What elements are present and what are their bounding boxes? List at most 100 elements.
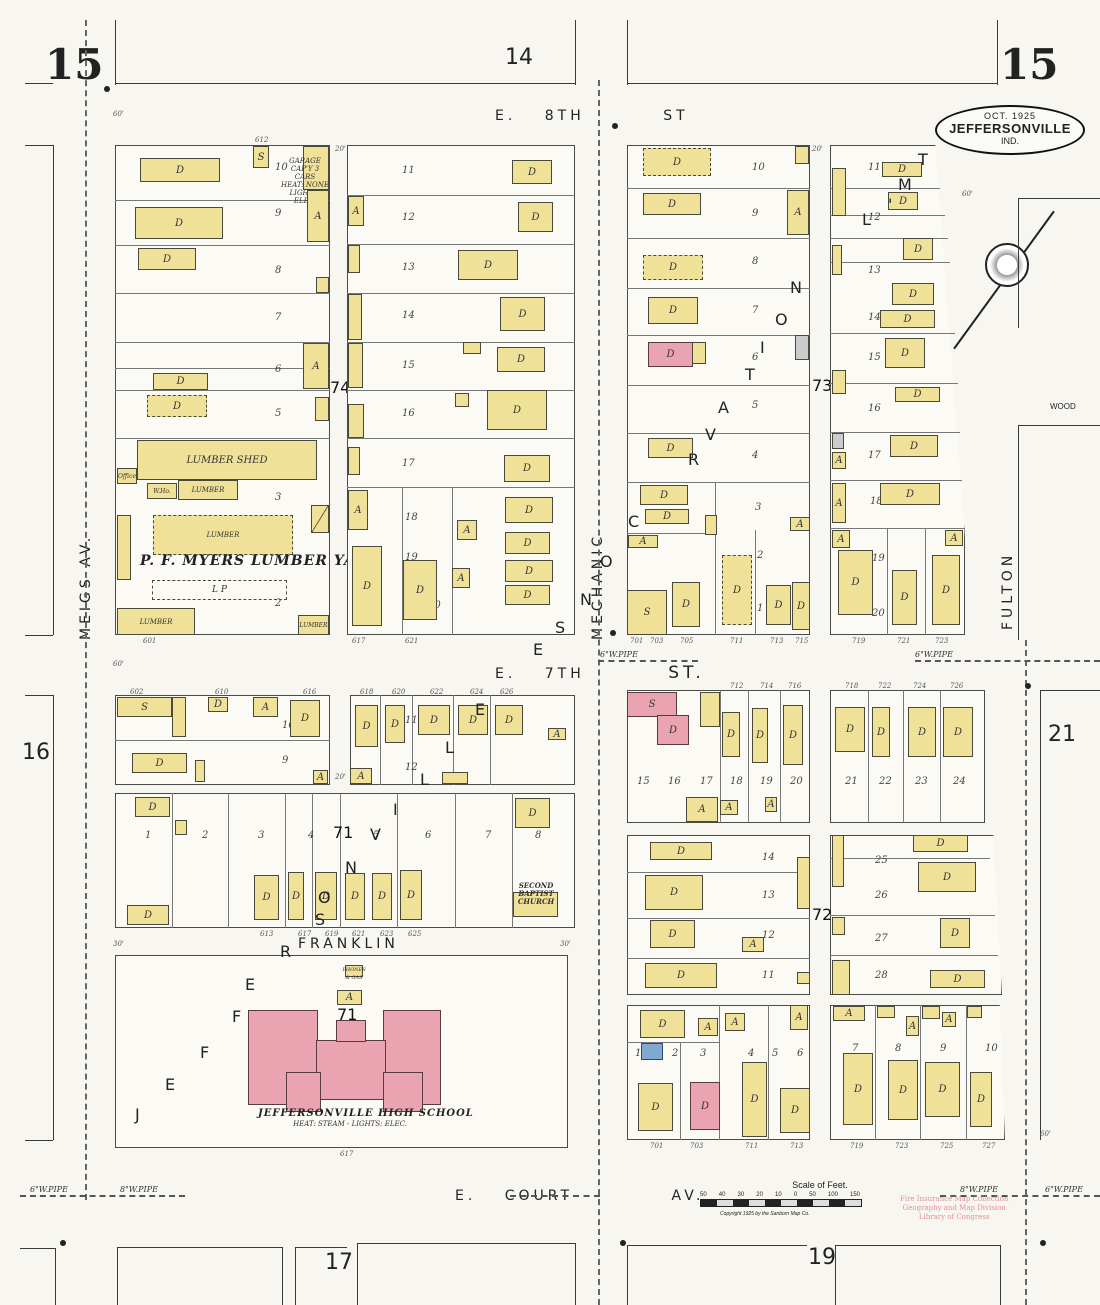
lot-number: 8: [535, 830, 542, 841]
address-number: 711: [730, 637, 744, 645]
address-number: 722: [878, 682, 892, 690]
hydrant-icon: [1040, 1240, 1046, 1246]
building-dwelling: D: [648, 438, 693, 458]
lot-line: [715, 482, 716, 635]
church-name-line: CHURCH: [517, 897, 555, 906]
lot-number: 28: [875, 970, 888, 981]
lot-number: 11: [402, 165, 415, 176]
lot-line: [627, 385, 810, 386]
overlay-letter: R: [280, 942, 292, 961]
lot-line: [903, 690, 904, 823]
address-number: 727: [982, 1142, 996, 1150]
building-xshed: [832, 960, 850, 995]
map-date: OCT. 1925: [983, 111, 1037, 121]
building-xshed: [700, 692, 720, 727]
adjacent-frame-line: [835, 1245, 1000, 1246]
water-pipe-vertical: [1025, 640, 1027, 1305]
lot-line: [925, 528, 926, 635]
building-auto: A: [832, 530, 850, 548]
building-dwelling: D: [500, 297, 545, 331]
lot-line: [115, 390, 330, 391]
adjacent-sheet-bottom-right[interactable]: 19: [808, 1245, 836, 1270]
overlay-letter: A: [718, 398, 729, 417]
block-73-west: [627, 145, 810, 635]
lot-line: [115, 438, 330, 439]
library-stamp: Fire Insurance Map Collection Geography …: [900, 1195, 1008, 1222]
building-dwelling: D: [872, 707, 890, 757]
overlay-letter: E: [533, 640, 544, 659]
lot-line: [627, 288, 810, 289]
street-suffix: AV.: [671, 1188, 705, 1204]
church-label: SECOND BAPTIST CHURCH: [512, 882, 560, 906]
lot-number: 3: [700, 1048, 707, 1059]
building-lumber-pile: L P: [152, 580, 287, 600]
building-dwelling: D: [838, 550, 873, 615]
lot-number: 10: [985, 1043, 998, 1054]
adjacent-frame-line: [997, 20, 998, 85]
adjacent-frame-line: [1040, 690, 1100, 691]
building-auto: A: [790, 517, 810, 531]
adjacent-sheet-bottom-left[interactable]: 17: [325, 1250, 353, 1275]
address-number: 602: [130, 688, 144, 696]
overlay-letter: L: [862, 210, 871, 229]
address-number: 617: [340, 1150, 354, 1158]
building-lumber: LUMBER: [178, 480, 238, 500]
sheet-number-right: 15: [1000, 40, 1059, 89]
overlay-letter: E: [245, 975, 256, 994]
lot-line: [830, 528, 965, 529]
street-prefix: E.: [455, 1188, 477, 1204]
hydrant-icon: [60, 1240, 66, 1246]
lot-line: [720, 690, 721, 823]
lot-number: 4: [308, 830, 315, 841]
building-auto: A: [765, 797, 777, 812]
overlay-letter: F: [200, 1043, 210, 1062]
compass-rose-icon: [985, 243, 1029, 287]
school-name-label: JEFFERSONVILLE HIGH SCHOOL: [258, 1108, 474, 1119]
building-dwelling: D: [648, 297, 698, 324]
lot-line: [830, 333, 955, 334]
building-dwelling: D: [208, 697, 228, 712]
adjacent-frame-line: [1018, 425, 1019, 640]
building-auto: A: [348, 490, 368, 530]
building-dwelling: D: [505, 532, 550, 554]
lot-line: [966, 1005, 967, 1140]
adjacent-sheet-top[interactable]: 14: [505, 45, 533, 70]
overlay-letter: N: [345, 858, 357, 877]
building-dwelling: D: [650, 842, 712, 860]
lot-number: 9: [282, 755, 289, 766]
lot-line: [115, 293, 330, 294]
building-dwelling: D: [925, 1062, 960, 1117]
lot-number: 6: [275, 364, 282, 375]
lot-number: 8: [895, 1043, 902, 1054]
block-number: 72: [812, 905, 833, 924]
lot-line: [512, 793, 513, 928]
lot-line: [340, 793, 341, 928]
lot-line: [627, 188, 810, 189]
lot-number: 2: [672, 1048, 679, 1059]
building-auto: A: [253, 697, 278, 717]
building-high-school-south-west: [286, 1072, 321, 1112]
building-dwelling: D: [766, 585, 791, 625]
building-xshed: [311, 505, 329, 533]
overlay-letter: E: [475, 700, 486, 719]
building-store: S: [627, 590, 667, 635]
adjacent-sheet-left[interactable]: 16: [22, 740, 50, 765]
scale-tick: 50: [809, 1192, 816, 1198]
address-number: 725: [940, 1142, 954, 1150]
overlay-letter: C: [628, 512, 640, 531]
building-auto: A: [720, 800, 738, 815]
overlay-letter: N: [580, 590, 592, 609]
adjacent-sheet-right[interactable]: 21: [1048, 722, 1076, 747]
hydrant-icon: [610, 630, 616, 636]
lot-line: [347, 342, 575, 343]
lot-number: 27: [875, 933, 888, 944]
adjacent-frame-line: [627, 83, 997, 84]
building-auto: A: [725, 1013, 745, 1031]
overlay-letter: O: [775, 310, 788, 329]
address-number: 617: [298, 930, 312, 938]
address-number: 712: [730, 682, 744, 690]
lot-number: 21: [845, 776, 858, 787]
hydrant-icon: [620, 1240, 626, 1246]
lot-line: [830, 858, 990, 859]
building-auto: A: [945, 530, 963, 546]
